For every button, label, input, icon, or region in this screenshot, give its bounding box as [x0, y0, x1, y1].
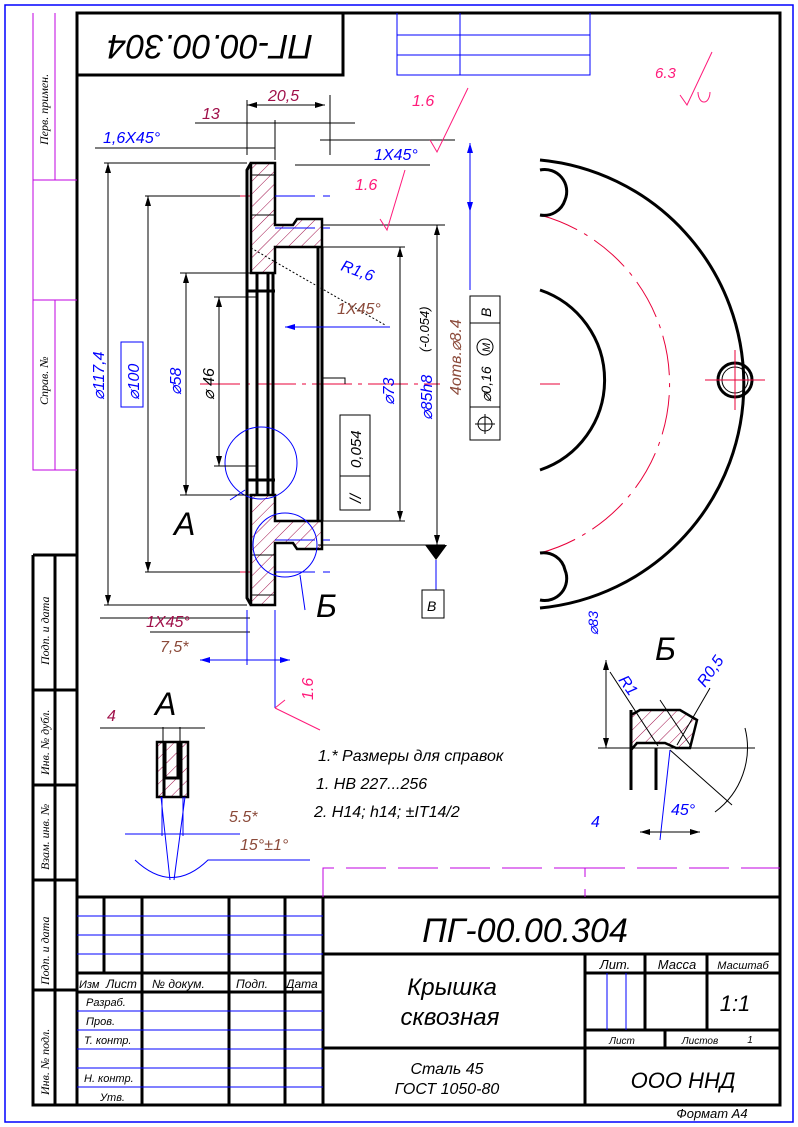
dim-r0-5: R0,5	[694, 653, 727, 691]
detail-a-title: A	[153, 686, 176, 722]
stamp-perv-primen: Перв. примен.	[37, 74, 51, 146]
role-n-kontr: Н. контр.	[84, 1073, 134, 1085]
roughness-bottom: 1.6	[300, 678, 317, 700]
material-line1: Сталь 45	[410, 1061, 483, 1078]
position-datum-ref: B	[478, 308, 494, 317]
sheets-label: Листов	[681, 1036, 718, 1047]
stamp-vzam-inv: Взам. инв. №	[38, 804, 52, 870]
sheet-label: Лист	[608, 1036, 635, 1047]
dim-dia-46: ⌀ 46	[201, 368, 218, 400]
dim-chamfer-top: 1X45°	[374, 147, 418, 164]
view-labels: A Б A Б	[153, 506, 676, 722]
designation-inverted-text: ПГ-00.00.304	[107, 27, 313, 65]
dim-dia-85-tol: (-0.054)	[417, 306, 432, 352]
sheets-value: 1	[747, 1035, 753, 1046]
top-side-stamp: Перв. примен. Справ. №	[32, 13, 77, 471]
stamp-podp-data-2: Подп. и дата	[38, 917, 52, 986]
role-utv: Утв.	[99, 1092, 125, 1104]
part-name-line1: Крышка	[407, 974, 497, 1001]
dim-13: 13	[202, 106, 220, 123]
dim-4-detail-b: 4	[591, 814, 600, 831]
dim-4-detail-a: 4	[107, 708, 116, 725]
parallelism-tolerance: 0,054	[348, 430, 365, 468]
inner-frame	[75, 11, 782, 1107]
detail-b-title: Б	[655, 631, 676, 667]
header-sign: Подп.	[236, 977, 268, 991]
dim-100-frame	[120, 341, 144, 408]
role-prov: Пров.	[86, 1016, 115, 1028]
dim-chamfer-inner: 1X45°	[337, 301, 381, 318]
note-1-hb: 1. HB 227...256	[316, 776, 427, 793]
dim-angle-15: 15°±1°	[240, 837, 289, 854]
dim-angle-45: 45°	[671, 802, 696, 819]
parallelism-symbol: //	[348, 493, 365, 504]
stamp-sprav-no: Справ. №	[37, 356, 51, 405]
role-razrab: Разраб.	[86, 997, 126, 1009]
header-izm: Изм	[79, 979, 100, 991]
designation: ПГ-00.00.304	[422, 912, 628, 950]
view-marker-a: A	[172, 506, 195, 542]
stamp-inv-dubl: Инв. № дубл.	[38, 710, 52, 776]
bottom-side-stamp: Подп. и дата Инв. № дубл. Взам. инв. № П…	[31, 553, 77, 1107]
format-label: Формат А4	[676, 1106, 747, 1121]
dim-ref-5-5: 5.5*	[229, 809, 258, 826]
scale-value: 1:1	[720, 991, 751, 1016]
dim-dia-85h8: ⌀85h8	[419, 375, 436, 420]
position-modifier: M	[481, 342, 493, 352]
header-list: Лист	[105, 977, 137, 991]
note-2-tolerances: 2. H14; h14; ±IT14/2	[313, 804, 460, 821]
dim-dia-73: ⌀73	[381, 377, 398, 405]
position-tolerance: ⌀0,16	[478, 366, 494, 402]
dim-r1-6: R1,6	[339, 258, 377, 286]
part-name-line2: сквозная	[401, 1004, 500, 1031]
roughness-mid: 1.6	[355, 177, 377, 194]
role-t-kontr: Т. контр.	[84, 1035, 131, 1047]
detail-a	[100, 727, 310, 881]
dim-dia-117-4: ⌀117,4	[91, 351, 108, 400]
lit-label: Лит.	[599, 957, 630, 972]
roughness-top: 1.6	[412, 93, 434, 110]
roughness-general: 6.3	[655, 65, 677, 82]
dim-r1: R1	[615, 673, 641, 700]
datum-b: B	[427, 598, 436, 614]
dim-chamfer-bottom: 1X45°	[146, 614, 190, 631]
scale-label: Масштаб	[717, 960, 769, 972]
header-date: Дата	[284, 977, 318, 991]
view-marker-b: Б	[316, 588, 337, 624]
detail-b	[598, 660, 755, 841]
dim-dia-83: ⌀83	[585, 611, 601, 635]
dim-chamfer-1-6: 1,6X45°	[103, 130, 161, 147]
material-line2: ГОСТ 1050-80	[395, 1081, 500, 1098]
organization: ООО ННД	[631, 1068, 736, 1093]
stamp-inv-podl: Инв. № подл.	[38, 1029, 52, 1096]
mass-label: Масса	[658, 957, 696, 972]
dim-ref-7-5: 7,5*	[160, 639, 189, 656]
title-block: Изм Лист № докум. Подп. Дата Разраб. Про…	[77, 895, 780, 1121]
title-block-extension	[322, 867, 780, 897]
note-1-ref: 1.* Размеры для справок	[318, 748, 505, 765]
technical-notes: 1.* Размеры для справок 1. HB 227...256 …	[313, 748, 505, 821]
section-view	[200, 161, 440, 611]
dim-20-5: 20,5	[267, 88, 299, 105]
end-view	[539, 158, 765, 610]
inverted-designation: ПГ-00.00.304	[77, 13, 591, 77]
dimension-lines	[95, 51, 713, 731]
outer-frame	[4, 4, 794, 1123]
dim-dia-100: ⌀100	[126, 364, 143, 400]
stamp-podp-data-1: Подп. и дата	[38, 597, 52, 666]
header-doc-no: № докум.	[152, 977, 205, 991]
dim-dia-58: ⌀58	[168, 367, 185, 395]
dim-holes: 4отв.⌀8.4	[448, 319, 465, 395]
